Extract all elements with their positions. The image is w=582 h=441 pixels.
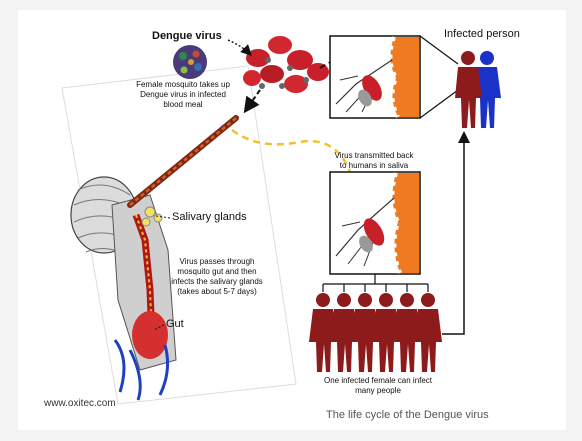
person-silhouette-icon — [414, 293, 442, 372]
salivary-glands-label: Salivary glands — [172, 211, 247, 223]
connector-bottom — [420, 90, 458, 118]
one-female-label: One infected female can infect many peop… — [314, 376, 442, 396]
virus-to-blood-arrow — [228, 40, 250, 54]
virus-particle-icon — [173, 45, 207, 79]
connector-top — [420, 36, 458, 64]
dengue-virus-label: Dengue virus — [152, 30, 222, 42]
transmitted-label: Virus transmitted back to humans in sali… — [322, 151, 426, 171]
top-bite-panel — [330, 36, 420, 118]
gut-label: Gut — [166, 318, 184, 330]
infected-crowd — [309, 293, 442, 372]
mosquito-head-icon — [62, 66, 296, 404]
uptake-label: Female mosquito takes up Dengue virus in… — [130, 80, 236, 110]
caption-label: The life cycle of the Dengue virus — [326, 409, 489, 421]
source-label: www.oxitec.com — [44, 398, 116, 409]
person-silhouette-icon — [455, 51, 482, 128]
bottom-bite-panel — [330, 172, 420, 274]
red-blood-cells-icon — [243, 36, 329, 93]
return-arrow — [442, 134, 464, 334]
gut-passage-label: Virus passes through mosquito gut and th… — [160, 257, 274, 297]
infected-person-label: Infected person — [444, 28, 520, 40]
infected-person-group — [455, 51, 501, 128]
crowd-connectors — [323, 274, 428, 292]
